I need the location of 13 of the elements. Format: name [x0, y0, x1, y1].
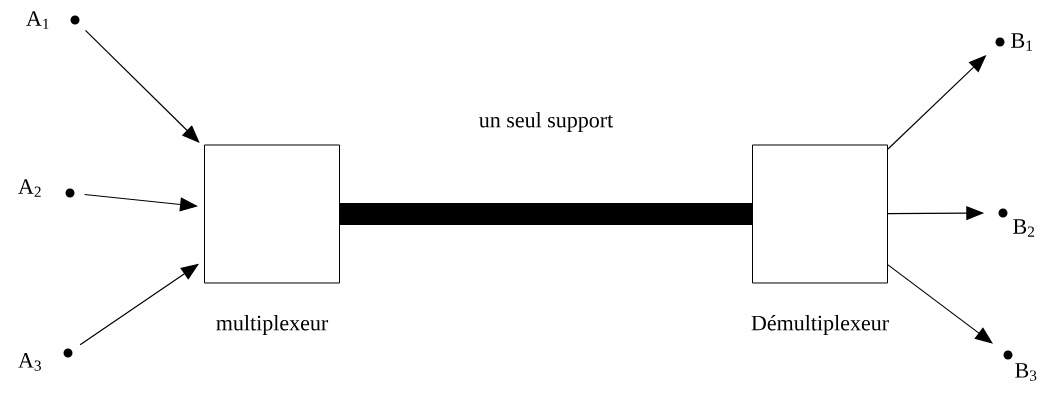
arrow — [84, 29, 200, 143]
terminal-label: A$_{3}$ — [18, 353, 41, 371]
node-label: Démultiplexeur — [751, 314, 889, 335]
terminal-label: B$_{1}$ — [1011, 33, 1032, 51]
node-label: multiplexeur — [216, 315, 329, 335]
terminal-label: A$_{1}$ — [26, 11, 49, 29]
terminal-label: B$_{3}$ — [1015, 363, 1037, 381]
terminal-label: B$_{2}$ — [1013, 219, 1035, 237]
edge-label: un seul support — [476, 110, 616, 134]
arrow — [887, 264, 993, 344]
terminal-label: A$_{2}$ — [18, 179, 41, 197]
process-box: multiplexeur — [204, 144, 340, 335]
process-box: Démultiplexeur — [751, 144, 889, 335]
